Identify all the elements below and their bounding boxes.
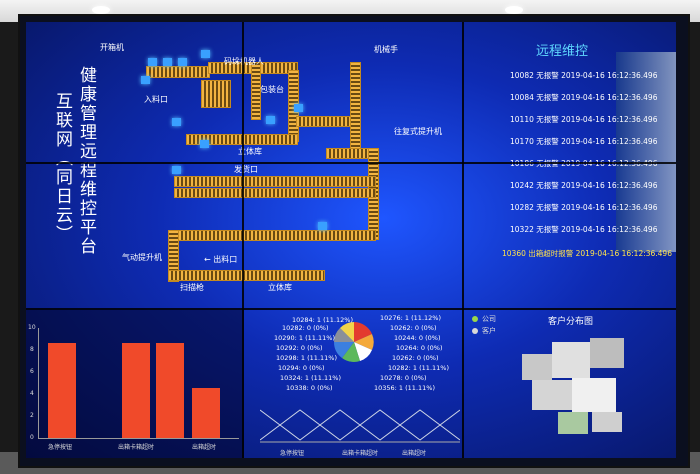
carton-box — [266, 116, 275, 124]
remote-control-title: 远程维控 — [536, 44, 589, 59]
y-tick-label: 8 — [30, 346, 34, 353]
map-label: 入料口 — [144, 95, 168, 104]
y-tick-label: 10 — [28, 324, 36, 331]
pie-chart-panel: 10284: 1 (11.12%) 10282: 0 (0%) 10290: 1… — [246, 310, 464, 458]
x-tick-label: 急停按钮 — [48, 444, 73, 451]
map-label: 立体库 — [268, 283, 292, 292]
dashboard-screen: 健康管理远程维控平台 互联网（同日云） 开箱机 机械手 入料口 码垛机器人 包 — [26, 22, 676, 458]
map-label: 气动提升机 — [122, 253, 162, 262]
pie-label: 10324: 1 (11.11%) — [280, 374, 341, 382]
pie-label: 10290: 1 (11.11%) — [274, 334, 335, 342]
pie-label: 10278: 0 (0%) — [380, 374, 427, 382]
log-entry: 10082 无报警 2019-04-16 16:12:36.496 — [510, 71, 658, 80]
log-entry: 10170 无报警 2019-04-16 16:12:36.496 — [510, 137, 658, 146]
x-tick-label: 出箱超时 — [192, 444, 217, 451]
carton-box — [294, 104, 303, 112]
line-x-label: 出箱超时 — [402, 450, 427, 457]
carton-box — [148, 58, 157, 66]
pie-label: 10264: 0 (0%) — [396, 344, 443, 352]
pie-chart — [334, 322, 374, 362]
pie-label: 10282: 1 (11.11%) — [388, 364, 449, 372]
screen-bezel — [26, 308, 676, 310]
log-entry: 10242 无报警 2019-04-16 16:12:36.496 — [510, 181, 658, 190]
pie-label: 10356: 1 (11.11%) — [374, 384, 435, 392]
alarm-bar-chart: 10 8 6 4 2 0 急停按钮 出箱卡箱超时 出箱超时 — [26, 310, 244, 458]
customer-map-title: 客户分布图 — [548, 317, 594, 327]
map-label: 机械手 — [374, 45, 398, 54]
platform-title: 健康管理远程维控平台 — [76, 66, 96, 256]
carton-box — [163, 58, 172, 66]
pie-label: 10262: 0 (0%) — [392, 354, 439, 362]
pie-label: 10282: 0 (0%) — [282, 324, 329, 332]
pie-label: 10262: 0 (0%) — [390, 324, 437, 332]
y-tick-label: 6 — [30, 368, 34, 375]
line-chart — [260, 409, 460, 443]
map-label: 码垛机器人 — [224, 57, 264, 66]
map-label: 立体库 — [238, 147, 262, 156]
conveyor-belt — [168, 230, 179, 282]
conveyor-belt — [201, 80, 231, 108]
map-label: 开箱机 — [100, 43, 124, 52]
log-entry: 10282 无报警 2019-04-16 16:12:36.496 — [510, 203, 658, 212]
carton-box — [178, 58, 187, 66]
log-entry: 10110 无报警 2019-04-16 16:12:36.496 — [510, 115, 658, 124]
legend-label: 公司 — [482, 315, 496, 323]
pie-label: 10298: 1 (11.11%) — [276, 354, 337, 362]
carton-box — [201, 50, 210, 58]
line-x-label: 急停按钮 — [280, 450, 305, 457]
legend-label: 客户 — [482, 327, 496, 335]
alarm-log-entry: 10360 出箱超时报警 2019-04-16 16:12:36.496 — [502, 249, 672, 258]
showroom-backdrop — [616, 52, 676, 252]
platform-subtitle: 互联网（同日云） — [52, 92, 72, 244]
conveyor-belt — [174, 188, 376, 198]
map-label: 包装台 — [260, 85, 284, 94]
carton-box — [200, 140, 209, 148]
log-entry: 10084 无报警 2019-04-16 16:12:36.496 — [510, 93, 658, 102]
y-tick-label: 0 — [30, 434, 34, 441]
pie-label: 10338: 0 (0%) — [286, 384, 333, 392]
line-x-label: 出箱卡箱超时 — [342, 450, 379, 457]
ceiling-lamp — [505, 6, 523, 14]
carton-box — [318, 222, 327, 230]
map-label: 扫描枪 — [180, 283, 204, 292]
customer-distribution-panel: 公司 客户 客户分布图 — [466, 310, 676, 458]
conveyor-belt — [174, 176, 376, 187]
legend-dot-icon — [472, 316, 478, 322]
pie-label: 10244: 0 (0%) — [394, 334, 441, 342]
screen-bezel — [462, 22, 464, 458]
carton-box — [172, 166, 181, 174]
carton-box — [141, 76, 150, 84]
bar — [156, 343, 184, 438]
pie-label: 10292: 0 (0%) — [276, 344, 323, 352]
bar — [192, 388, 220, 438]
map-label: ← 出料口 — [204, 255, 238, 264]
ceiling-lamp — [92, 6, 110, 14]
map-label: 发货口 — [234, 165, 258, 174]
pie-label: 10284: 1 (11.12%) — [292, 316, 353, 324]
screen-bezel — [242, 22, 244, 458]
pie-label: 10276: 1 (11.12%) — [380, 314, 441, 322]
x-tick-label: 出箱卡箱超时 — [118, 444, 155, 451]
conveyor-belt — [146, 66, 210, 78]
log-entry: 10322 无报警 2019-04-16 16:12:36.496 — [510, 225, 658, 234]
bar — [48, 343, 76, 438]
y-tick-label: 4 — [30, 390, 34, 397]
conveyor-belt — [350, 62, 361, 154]
legend-dot-icon — [472, 328, 478, 334]
screen-bezel — [26, 162, 676, 164]
blurred-map-image — [522, 338, 632, 438]
pie-label: 10294: 0 (0%) — [278, 364, 325, 372]
y-tick-label: 2 — [30, 412, 34, 419]
conveyor-belt — [168, 270, 325, 281]
conveyor-belt — [174, 230, 376, 241]
bar-chart-axes — [38, 328, 239, 439]
conveyor-belt — [296, 116, 358, 127]
carton-box — [172, 118, 181, 126]
map-label: 往复式提升机 — [394, 127, 442, 136]
bar — [122, 343, 150, 438]
conveyor-belt — [251, 62, 261, 120]
